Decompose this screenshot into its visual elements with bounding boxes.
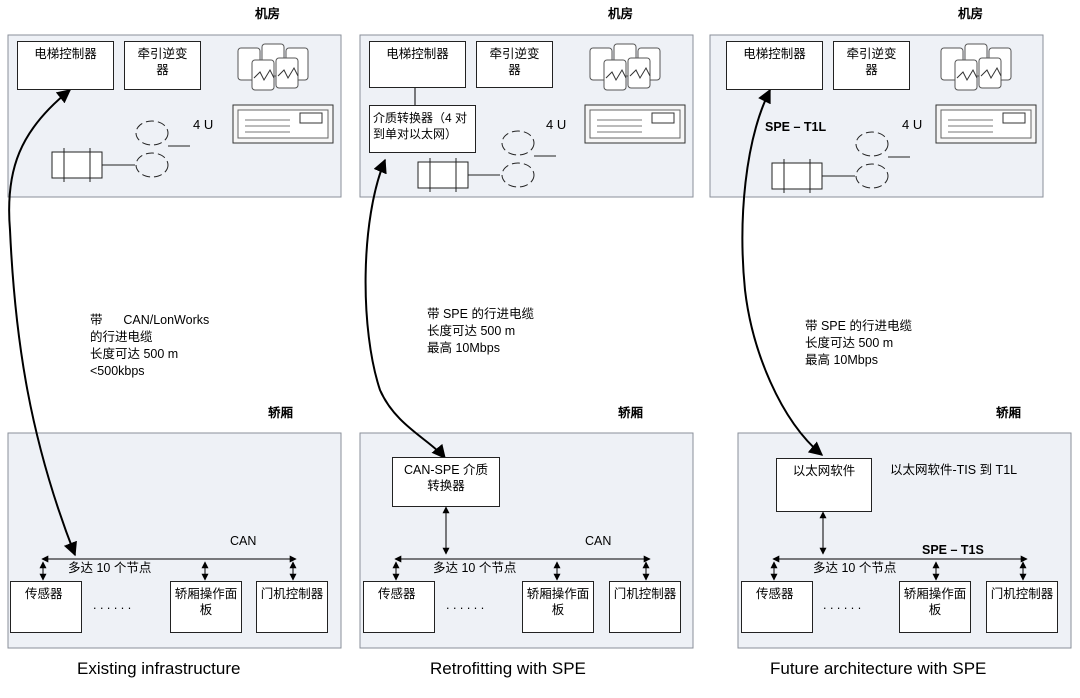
rack-size-label: 4 U bbox=[546, 117, 567, 132]
door-controller-box: 门机控制器 bbox=[609, 581, 681, 633]
server-cluster-icon bbox=[589, 43, 661, 91]
max-nodes-label: 多达 10 个节点 bbox=[813, 561, 897, 575]
bus-label: CAN bbox=[230, 534, 257, 548]
rack-size-label: 4 U bbox=[902, 117, 923, 132]
traveling-cable-arrow bbox=[741, 88, 824, 456]
max-nodes-label: 多达 10 个节点 bbox=[433, 561, 517, 575]
machine-room-label: 机房 bbox=[958, 7, 984, 21]
ellipsis: . . . . . . bbox=[823, 598, 862, 612]
caption: Retrofitting with SPE bbox=[430, 659, 586, 678]
can-spe-converter-box: CAN-SPE 介质 转换器 bbox=[392, 457, 500, 507]
sensor-box: 传感器 bbox=[10, 581, 82, 633]
bus-label: SPE – T1S bbox=[922, 543, 984, 557]
sensor-box: 传感器 bbox=[741, 581, 813, 633]
traction-inverter-box: 牵引逆变 器 bbox=[124, 41, 201, 90]
spe-t1l-label: SPE – T1L bbox=[765, 120, 827, 134]
car-operating-panel-box: 轿厢操作面 板 bbox=[899, 581, 971, 633]
ethernet-note: 以太网软件-TIS 到 T1L bbox=[890, 463, 1018, 477]
max-nodes-label: 多达 10 个节点 bbox=[68, 561, 152, 575]
cable-description: 带 CAN/LonWorks 的行进电缆 长度可达 500 m <500kbps bbox=[90, 313, 210, 378]
cable-description: 带 SPE 的行进电缆 长度可达 500 m 最高 10Mbps bbox=[427, 307, 534, 355]
door-controller-box: 门机控制器 bbox=[986, 581, 1058, 633]
car-operating-panel-box: 轿厢操作面 板 bbox=[522, 581, 594, 633]
car-operating-panel-box: 轿厢操作面 板 bbox=[170, 581, 242, 633]
traveling-cable-arrow bbox=[364, 158, 446, 460]
rack-server-icon bbox=[232, 104, 334, 144]
car-label: 轿厢 bbox=[268, 406, 294, 420]
elevator-controller-box: 电梯控制器 bbox=[369, 41, 466, 88]
car-label: 轿厢 bbox=[996, 406, 1022, 420]
bus-label: CAN bbox=[585, 534, 612, 548]
elevator-controller-box: 电梯控制器 bbox=[17, 41, 114, 90]
traveling-cable-arrow bbox=[8, 89, 77, 557]
server-cluster-icon bbox=[237, 43, 309, 91]
door-controller-box: 门机控制器 bbox=[256, 581, 328, 633]
ellipsis: . . . . . . bbox=[93, 598, 132, 612]
elevator-controller-box: 电梯控制器 bbox=[726, 41, 823, 90]
rack-size-label: 4 U bbox=[193, 117, 214, 132]
traction-inverter-box: 牵引逆变 器 bbox=[833, 41, 910, 90]
server-cluster-icon bbox=[940, 43, 1012, 91]
ellipsis: . . . . . . bbox=[446, 598, 485, 612]
sensor-box: 传感器 bbox=[363, 581, 435, 633]
caption: Future architecture with SPE bbox=[770, 659, 987, 678]
machine-room-label: 机房 bbox=[255, 7, 281, 21]
ethernet-software-box: 以太网软件 bbox=[776, 458, 872, 512]
car-label: 轿厢 bbox=[618, 406, 644, 420]
machine-room-label: 机房 bbox=[608, 7, 634, 21]
media-converter-box: 介质转换器（4 对 到单对以太网） bbox=[369, 105, 476, 153]
caption: Existing infrastructure bbox=[77, 659, 241, 678]
cable-description: 带 SPE 的行进电缆 长度可达 500 m 最高 10Mbps bbox=[805, 319, 912, 367]
traction-inverter-box: 牵引逆变 器 bbox=[476, 41, 553, 88]
rack-server-icon bbox=[935, 104, 1037, 144]
rack-server-icon bbox=[584, 104, 686, 144]
